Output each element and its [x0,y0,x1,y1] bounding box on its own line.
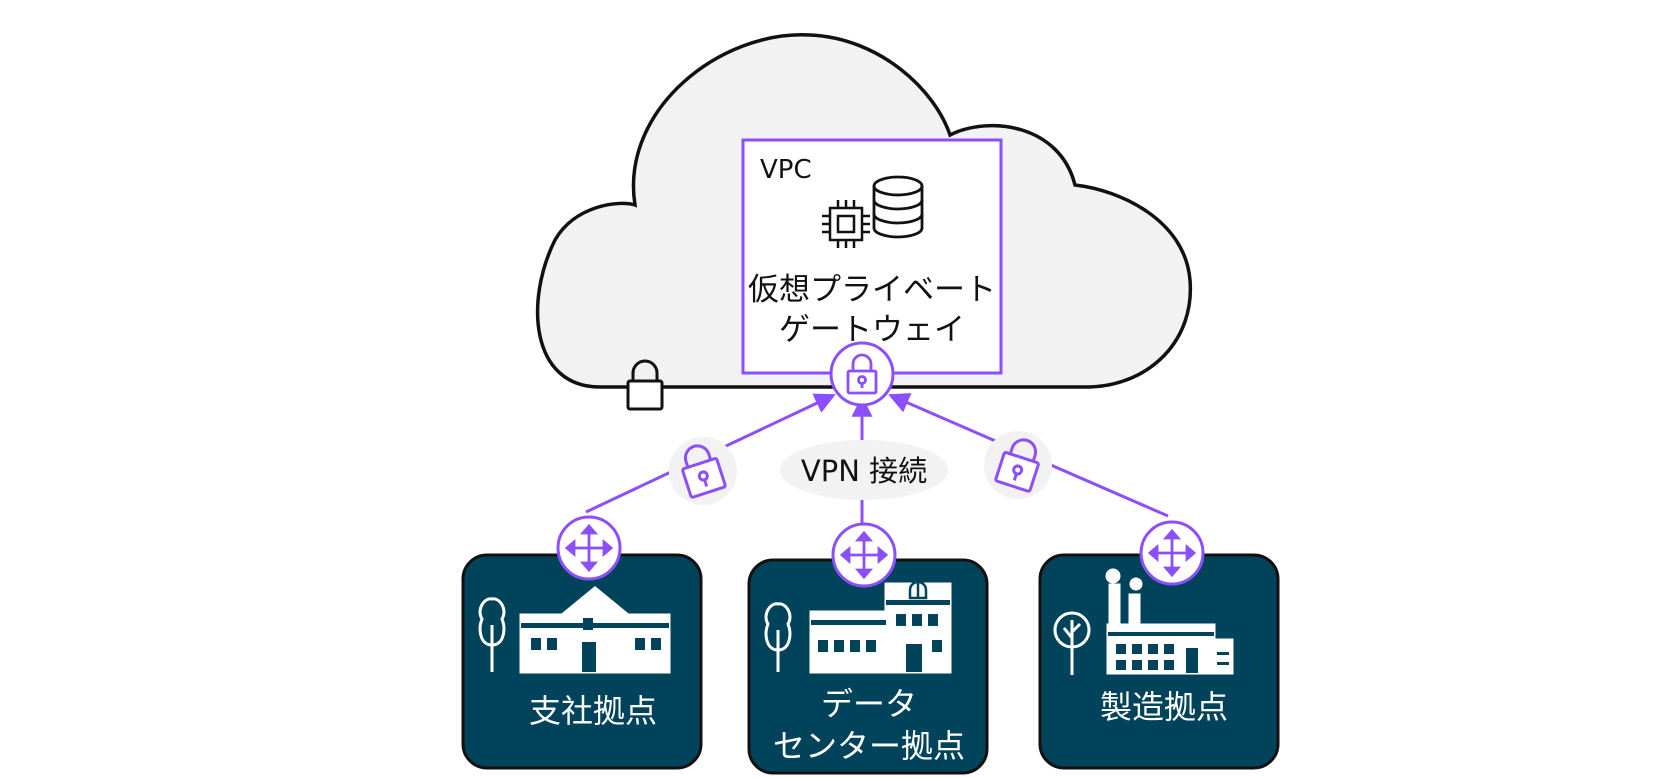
site-branch-office: 支社拠点 [461,553,703,770]
gateway-label-line2: ゲートウェイ [779,312,965,348]
tree-icon [764,602,792,672]
router-icon [831,522,897,588]
router-icon [556,515,622,581]
site-label-branch-line1: 支社拠点 [529,692,657,730]
datacenter-building-icon [809,580,952,674]
tree-icon [1053,611,1091,675]
vpc-box [741,138,1003,375]
padlock-icon [626,359,664,411]
factory-icon [1105,568,1234,675]
gateway-label-line1: 仮想プライベート [748,272,996,308]
tunnel-lock-right [984,431,1052,499]
office-building-icon [519,586,671,674]
vpn-gateway-icon [829,341,895,407]
site-datacenter: データ センター拠点 [747,558,989,775]
router-icon [1139,520,1205,586]
vpc-label: VPC [760,155,812,185]
vpn-label-bg [780,440,948,500]
site-label-datacenter-line2: センター拠点 [773,727,965,765]
tree-icon [478,597,506,672]
site-label-datacenter-line1: データ [821,685,917,723]
chip-icon [822,200,870,248]
tunnel-lock-left [669,437,737,505]
site-factory: 製造拠点 [1038,553,1280,770]
database-icon [872,175,924,239]
site-label-factory-line1: 製造拠点 [1100,688,1228,726]
vpn-connection-label: VPN 接続 [801,454,927,488]
